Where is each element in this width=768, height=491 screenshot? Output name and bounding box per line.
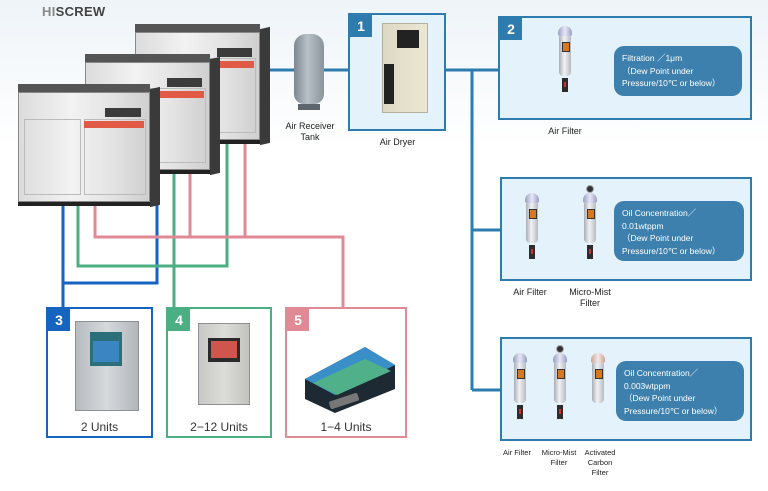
spec-line: 0.01wtppm	[622, 220, 664, 231]
controller-box-4: 4 2−12 Units	[166, 307, 272, 438]
control-line-pink	[93, 140, 345, 320]
filter-label: Air Filter	[497, 448, 537, 458]
spec-bubble: Oil Concentration／ 0.003wtppm （Dew Point…	[616, 361, 744, 421]
step-number-badge: 3	[48, 309, 70, 331]
unit-count-label: 2−12 Units	[190, 420, 248, 434]
filter-label: Activated Carbon Filter	[580, 448, 620, 478]
spec-bubble: Filtration ／1μm （Dew Point under Pressur…	[614, 46, 742, 96]
control-cabinet-icon	[75, 321, 139, 411]
air-dryer-icon	[382, 23, 428, 113]
filter-label-line: Filter	[591, 468, 609, 477]
spec-line: Pressure/10℃ or below）	[622, 245, 721, 256]
step-number-badge: 4	[168, 309, 190, 331]
spec-bubble: Oil Concentration／ 0.01wtppm （Dew Point …	[614, 201, 744, 261]
spec-line: Pressure/10℃ or below）	[624, 405, 723, 416]
compressor-unit-front	[18, 84, 160, 208]
controller-box-3: 3 2 Units	[46, 307, 153, 438]
filter-panel-2: Oil Concentration／ 0.01wtppm （Dew Point …	[500, 177, 752, 281]
filter-label: Air Filter	[505, 287, 555, 298]
filter-label-line: Activated	[584, 448, 616, 457]
spec-line: （Dew Point under	[622, 65, 694, 76]
filter-label-line: Micro-Mist	[541, 448, 577, 457]
controller-box-5: 5 1−4 Units	[285, 307, 407, 438]
logo-suffix: SCREW	[55, 4, 106, 19]
network-adapter-icon	[305, 347, 395, 413]
step-number-badge: 1	[350, 15, 372, 37]
filter-panel-3: Oil Concentration／ 0.003wtppm （Dew Point…	[500, 337, 752, 441]
filter-panel-1: 2 Filtration ／1μm （Dew Point under Press…	[498, 16, 752, 120]
filter-label-line: Filter	[580, 298, 600, 308]
filter-label: Micro-Mist Filter	[560, 287, 620, 309]
filter-label-line: Air Filter	[503, 448, 531, 457]
hiscrew-logo: HISCREW	[42, 4, 106, 19]
air-receiver-tank-label: Air Receiver Tank	[270, 121, 350, 143]
filter-label-line: Filter	[550, 458, 568, 467]
spec-line: （Dew Point under	[622, 233, 694, 243]
logo-prefix: HI	[42, 4, 56, 19]
tank-label-line-2: Tank	[300, 132, 320, 142]
air-dryer-label: Air Dryer	[379, 137, 416, 147]
unit-count-label: 1−4 Units	[320, 420, 372, 434]
filter-label: Air Filter	[530, 126, 600, 137]
spec-line: （Dew Point under	[624, 393, 696, 403]
filter-label-line: Air Filter	[548, 126, 582, 136]
unit-count-label: 2 Units	[80, 420, 119, 434]
filter-label: Micro-Mist Filter	[537, 448, 581, 468]
filter-label-line: Air Filter	[513, 287, 547, 297]
spec-line: Oil Concentration／	[624, 368, 699, 378]
spec-line: Filtration ／1μm	[622, 53, 683, 63]
filter-label-line: Micro-Mist	[569, 287, 611, 297]
tank-label-line-1: Air Receiver	[285, 121, 335, 131]
step-number-badge: 2	[500, 18, 522, 40]
spec-line: Pressure/10℃ or below）	[622, 78, 721, 88]
air-dryer-panel: 1	[348, 13, 446, 131]
control-line-blue	[61, 170, 159, 320]
filter-label-line: Carbon	[587, 458, 613, 467]
multi-roller-cabinet-icon	[198, 323, 250, 405]
spec-line: 0.003wtppm	[624, 380, 671, 391]
air-receiver-tank-icon	[294, 34, 324, 110]
control-line-green	[76, 140, 229, 320]
spec-line: Oil Concentration／	[622, 208, 697, 218]
step-number-badge: 5	[287, 309, 309, 331]
